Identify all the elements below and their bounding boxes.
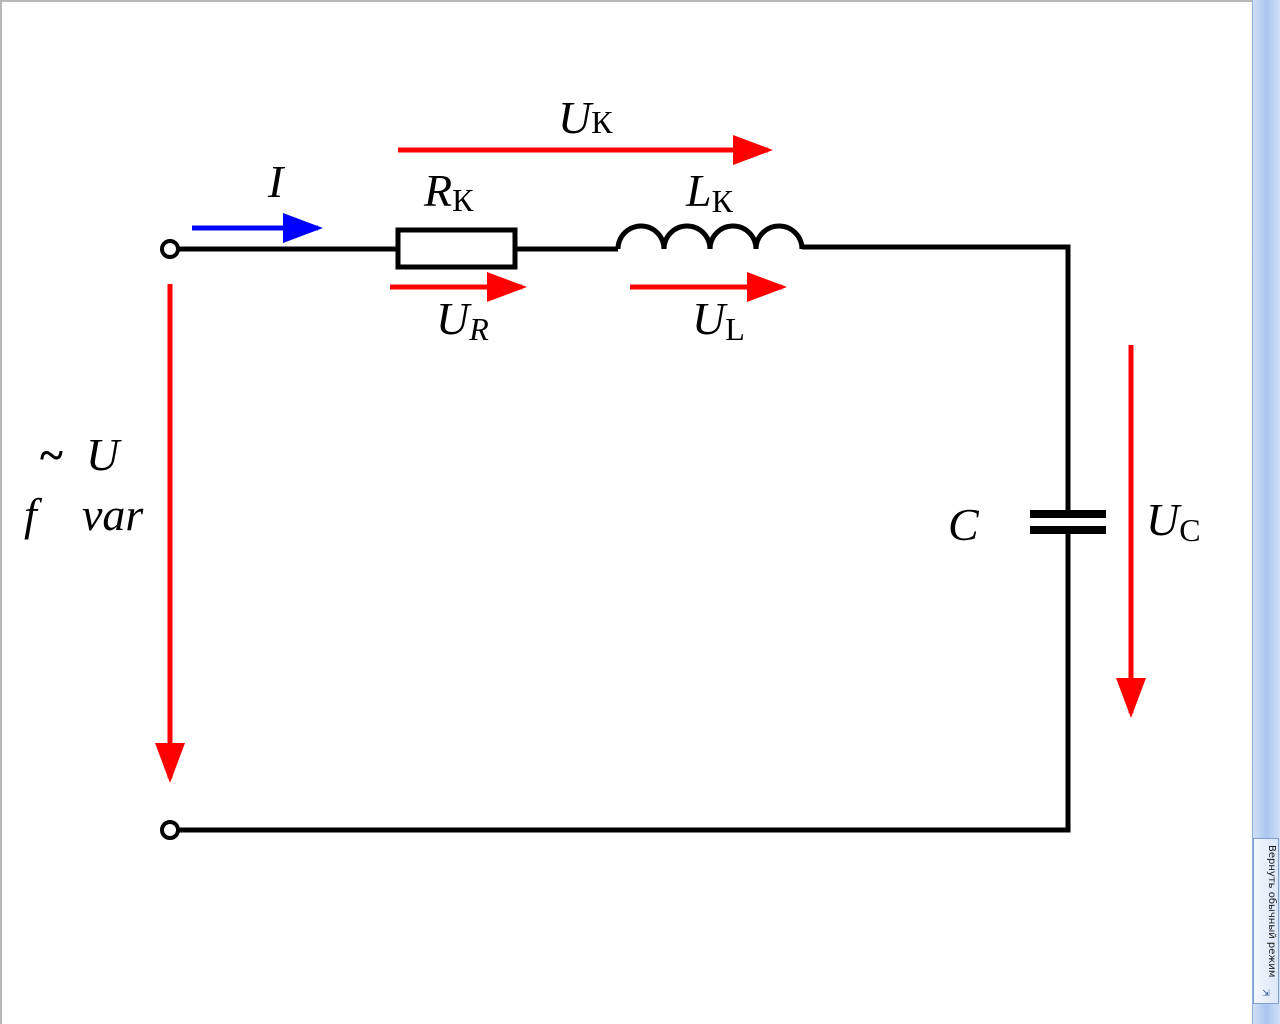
wire-top-right [802,244,1071,512]
source-voltage-label: U [86,429,122,480]
capacitor-label: C [948,499,980,550]
capacitor-voltage-label: UC [1146,494,1201,548]
return-normal-mode-button[interactable]: Вернуть обычный режим ⇲ [1253,838,1279,1004]
resistor-label: RК [423,165,474,218]
source-tilde: ~ [40,431,63,480]
inductor-voltage-label: UL [692,293,745,347]
source-frequency-label: f [24,489,43,540]
resistor-voltage-label: UR [436,293,489,347]
source-variable-label: var [82,489,144,540]
slide-canvas: I UК RК LК UR UL C UC ~ U f var [0,0,1252,1024]
inductor [615,223,805,250]
coil-voltage-label: UК [558,92,613,143]
inductor-label: LК [685,165,734,219]
current-label: I [267,156,286,207]
return-normal-mode-label: Вернуть обычный режим [1266,845,1277,978]
restore-icon: ⇲ [1262,989,1270,999]
input-terminal-bottom [160,820,180,840]
circuit-diagram: I UК RК LК UR UL C UC ~ U f var [24,92,1201,840]
input-terminal-top [160,239,180,259]
wire-bottom [178,532,1071,833]
resistor [395,227,518,270]
